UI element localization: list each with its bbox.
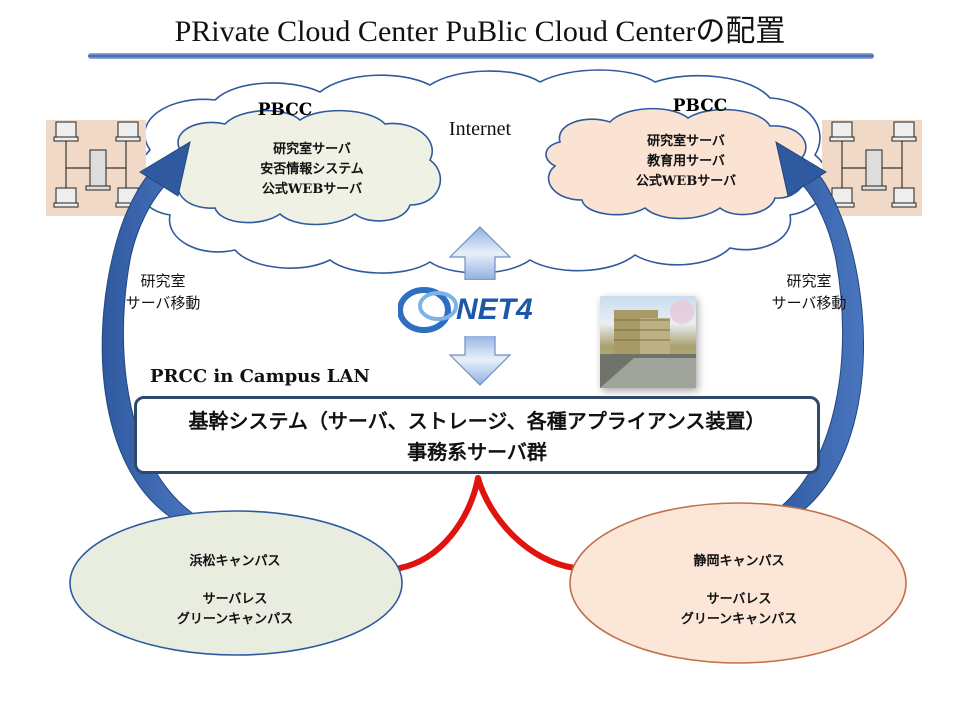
service-item: 安否情報システム [260, 162, 364, 177]
service-item: 教育用サーバ [647, 154, 725, 169]
hamamatsu-campus [69, 510, 403, 656]
shizuoka-campus-text: 静岡キャンパス サーバレス グリーンキャンパス [644, 552, 834, 630]
prcc-label: PRCC in Campus LAN [150, 366, 370, 387]
shizuoka-campus [569, 502, 907, 664]
core-system-line1: 基幹システム（サーバ、ストレージ、各種アプライアンス装置） [188, 409, 766, 433]
label-line: 研究室 [786, 272, 832, 290]
service-item: 研究室サーバ [647, 134, 725, 149]
campus-line: サーバレス [202, 592, 268, 607]
service-item: 研究室サーバ [273, 142, 351, 157]
label-line: 研究室 [140, 272, 186, 290]
campus-line: グリーンキャンパス [680, 612, 798, 627]
campus-name: 静岡キャンパス [693, 554, 785, 569]
left-pbcc-services: 研究室サーバ 安否情報システム 公式WEBサーバ [222, 140, 402, 200]
core-system-box: 基幹システム（サーバ、ストレージ、各種アプライアンス装置） 事務系サーバ群 [134, 396, 820, 474]
data-center-photo [600, 296, 696, 388]
right-migration-arrow [768, 140, 864, 521]
right-pbcc-services: 研究室サーバ 教育用サーバ 公式WEBサーバ [596, 132, 776, 192]
sinet4-logo: NET4 [397, 280, 564, 336]
computer-icon [829, 121, 917, 208]
right-pbcc-cloud [545, 107, 807, 220]
service-item: 公式WEBサーバ [261, 182, 363, 197]
left-pbcc-heading: PBCC [257, 100, 313, 120]
hamamatsu-campus-text: 浜松キャンパス サーバレス グリーンキャンパス [140, 552, 330, 630]
left-migration-label: 研究室 サーバ移動 [98, 270, 228, 314]
internet-label: Internet [448, 118, 512, 140]
campus-name: 浜松キャンパス [189, 554, 281, 569]
core-system-line2: 事務系サーバ群 [407, 440, 547, 464]
sinet4-logo-graphic: NET4 [397, 287, 533, 333]
campus-line: サーバレス [706, 592, 772, 607]
diagram-title: PRivate Cloud Center PuBlic Cloud Center… [174, 15, 786, 48]
left-pbcc-cloud [169, 109, 442, 226]
sinet4-logo-text: NET4 [456, 293, 533, 326]
label-line: サーバ移動 [125, 294, 201, 312]
right-migration-label: 研究室 サーバ移動 [744, 270, 874, 314]
campus-links [397, 475, 578, 571]
server-icon [85, 149, 111, 191]
building-graphic [600, 300, 696, 388]
server-icon [861, 149, 887, 191]
label-line: サーバ移動 [771, 294, 847, 312]
title-underline [88, 53, 874, 59]
right-server-network [822, 120, 922, 216]
left-server-network [46, 120, 146, 216]
campus-line: グリーンキャンパス [176, 612, 294, 627]
right-pbcc-heading: PBCC [672, 96, 728, 116]
left-migration-arrow [101, 140, 197, 521]
service-item: 公式WEBサーバ [635, 174, 737, 189]
computer-icon [53, 121, 141, 208]
